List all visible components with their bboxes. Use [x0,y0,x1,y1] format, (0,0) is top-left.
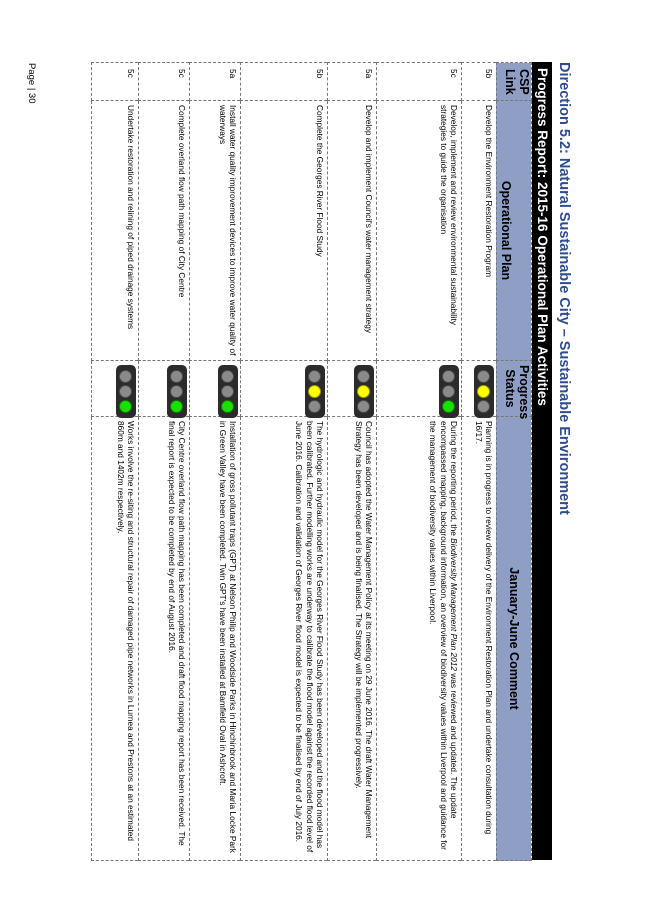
green-lamp-icon [220,400,234,413]
progress-table: CSP Link Operational Plan Progress Statu… [91,62,532,861]
red-lamp-icon [476,370,490,383]
yellow-lamp-icon [476,385,490,398]
traffic-light-icon [167,365,187,418]
comment-cell: The hydrologic and hydraulic model for t… [240,416,328,861]
csp-link-cell: 5c [91,62,139,101]
yellow-lamp-icon [307,385,321,398]
csp-link-cell: 5a [327,62,377,101]
yellow-lamp-icon [118,385,132,398]
plan-cell: Develop and implement Council's water ma… [327,100,377,361]
table-row: 5b Complete the Georges River Flood Stud… [240,62,328,861]
table-row: 5a Develop and implement Council's water… [327,62,377,861]
red-lamp-icon [356,370,370,383]
green-lamp-icon [441,400,455,413]
comment-cell: During the reporting period, the Biodive… [376,416,462,861]
traffic-light-icon [474,365,494,418]
comment-cell: Installation of gross pollutant traps (G… [189,416,241,861]
red-lamp-icon [118,370,132,383]
traffic-light-icon [218,365,238,418]
table-row: 5b Develop the Environment Restoration P… [461,62,497,861]
status-cell [376,360,462,418]
plan-cell: Complete the Georges River Flood Study [240,100,328,361]
status-cell [138,360,190,418]
table-row: 5c Undertake restoration and relining of… [91,62,139,861]
table-row: 5c Develop, implement and review environ… [376,62,462,861]
table-header-row: CSP Link Operational Plan Progress Statu… [496,62,532,861]
status-cell [91,360,139,418]
traffic-light-icon [439,365,459,418]
plan-cell: Complete overland flow path mapping of C… [138,100,190,361]
csp-link-cell: 5c [376,62,462,101]
status-cell [240,360,328,418]
status-cell [327,360,377,418]
green-lamp-icon [307,400,321,413]
table-title: Progress Report: 2015-16 Operational Pla… [532,62,552,860]
traffic-light-icon [305,365,325,418]
green-lamp-icon [169,400,183,413]
plan-cell: Develop, implement and review environmen… [376,100,462,361]
yellow-lamp-icon [356,385,370,398]
yellow-lamp-icon [169,385,183,398]
traffic-light-icon [354,365,374,418]
plan-cell: Undertake restoration and relining of pi… [91,100,139,361]
plan-cell: Develop the Environment Restoration Prog… [461,100,497,361]
csp-link-cell: 5b [240,62,328,101]
traffic-light-icon [116,365,136,418]
page-heading: Direction 5.2: Natural Sustainable City … [556,62,572,515]
comment-cell: Planning is in progress to review delive… [461,416,497,861]
comment-cell: Council has adopted the Water Management… [327,416,377,861]
csp-link-cell: 5c [138,62,190,101]
comment-cell: City Centre overland flow path mapping h… [138,416,190,861]
plan-title-italic: Biodiversity Management Plan 2012 [449,538,459,671]
yellow-lamp-icon [220,385,234,398]
header-comment: January-June Comment [496,416,532,861]
page-number: Page | 30 [26,63,37,104]
status-cell [461,360,497,418]
header-operational-plan: Operational Plan [496,100,532,361]
table-row: 5a Install water quality improvement dev… [189,62,241,861]
yellow-lamp-icon [441,385,455,398]
green-lamp-icon [118,400,132,413]
csp-link-cell: 5a [189,62,241,101]
table-row: 5c Complete overland flow path mapping o… [138,62,190,861]
red-lamp-icon [307,370,321,383]
green-lamp-icon [476,400,490,413]
green-lamp-icon [356,400,370,413]
red-lamp-icon [220,370,234,383]
header-csp-link: CSP Link [496,62,532,101]
status-cell [189,360,241,418]
header-progress-status: Progress Status [496,360,532,419]
plan-cell: Install water quality improvement device… [189,100,241,361]
red-lamp-icon [441,370,455,383]
csp-link-cell: 5b [461,62,497,101]
comment-text: During the reporting period, the [449,421,459,539]
red-lamp-icon [169,370,183,383]
comment-cell: Works involve the re-siting and structur… [91,416,139,861]
